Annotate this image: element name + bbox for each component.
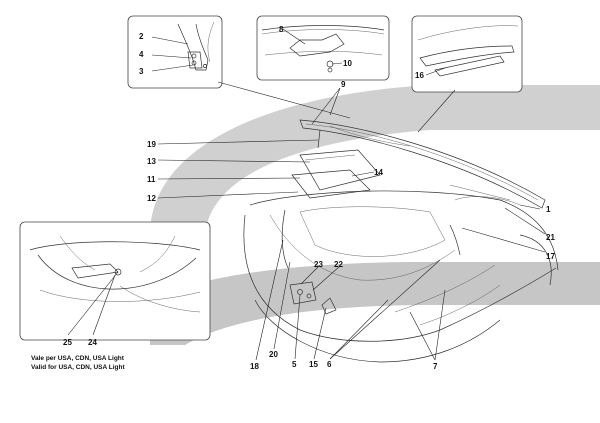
callout-13: 13 [147, 157, 156, 166]
callout-23: 23 [314, 260, 323, 269]
callout-10: 10 [343, 59, 352, 68]
callout-17: 17 [546, 252, 555, 261]
callout-24: 24 [88, 338, 97, 347]
callout-5: 5 [292, 360, 297, 369]
callout-16: 16 [415, 71, 424, 80]
callout-6: 6 [327, 360, 332, 369]
hood-struts [281, 129, 461, 269]
callout-2: 2 [139, 32, 144, 41]
callout-25: 25 [63, 338, 72, 347]
callout-19: 19 [147, 140, 156, 149]
callout-8: 8 [279, 25, 284, 34]
callout-21: 21 [546, 233, 555, 242]
callout-15: 15 [309, 360, 318, 369]
callout-18: 18 [250, 362, 259, 371]
callout-22: 22 [334, 260, 343, 269]
callout-11: 11 [147, 175, 156, 184]
variant-caption-english: Valid for USA, CDN, USA Light [31, 364, 125, 371]
hood-panel [299, 119, 546, 209]
latch-assembly [289, 281, 337, 315]
front-bodywork [243, 184, 559, 363]
callout-4: 4 [139, 50, 144, 59]
watermark-logo [150, 85, 600, 345]
callout-20: 20 [269, 350, 278, 359]
callout-9: 9 [341, 80, 346, 89]
callout-12: 12 [147, 194, 156, 203]
callout-3: 3 [139, 67, 144, 76]
callout-1: 1 [546, 205, 551, 214]
callout-14: 14 [374, 168, 383, 177]
callout-7: 7 [433, 362, 438, 371]
detail-box-hinge [127, 15, 223, 89]
detail-box-usa-variant [19, 221, 211, 341]
detail-box-latch [256, 15, 390, 81]
detail-box-seal [411, 15, 523, 93]
hood-insulation [291, 149, 381, 199]
variant-caption-italian: Vale per USA, CDN, USA Light [31, 355, 125, 362]
